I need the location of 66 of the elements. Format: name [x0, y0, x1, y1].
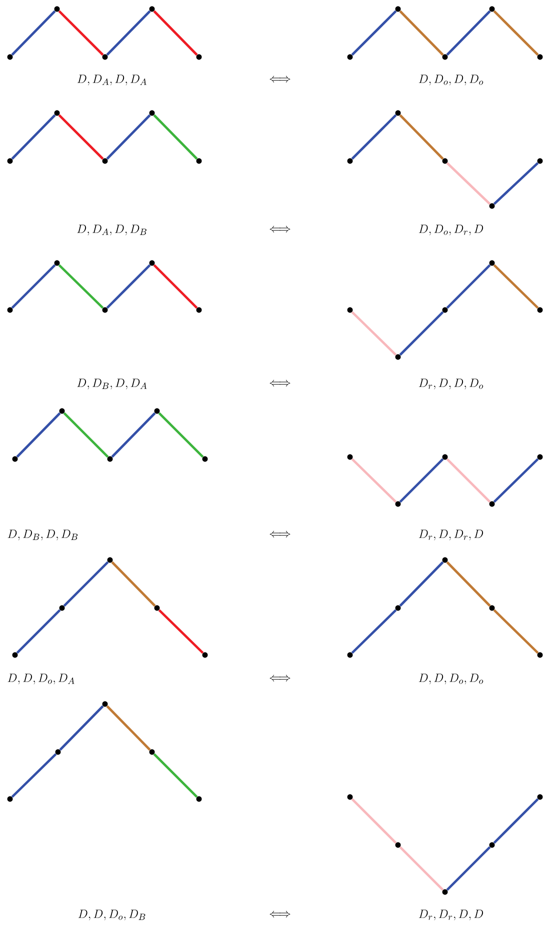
path-segment — [399, 114, 444, 160]
path-segment — [399, 10, 444, 56]
path-segment — [399, 846, 444, 891]
path-segment — [493, 609, 539, 654]
path-segment — [446, 10, 491, 56]
path-segment — [158, 609, 204, 654]
path-segment — [351, 798, 397, 844]
path-segment — [446, 561, 491, 607]
path-segment — [153, 264, 198, 309]
path-segment — [11, 114, 56, 160]
path-segment — [493, 458, 539, 503]
path-segment — [106, 705, 151, 751]
path-segment — [351, 311, 397, 356]
path-segment — [446, 162, 491, 205]
equivalence-symbol: $\Longleftrightarrow$ — [270, 530, 290, 538]
path-segment — [111, 412, 156, 458]
path-label: $D, D_A, D, D_B$ — [77, 224, 146, 236]
path-segment — [153, 753, 198, 798]
path-segment — [59, 705, 104, 751]
path-segment — [58, 10, 104, 56]
path-label: $D, D, D_o, D_o$ — [418, 674, 484, 684]
path-segment — [446, 846, 491, 891]
path-segment — [111, 561, 156, 607]
equivalence-symbol: $\Longleftrightarrow$ — [270, 226, 290, 232]
equivalence-symbol: $\Longleftrightarrow$ — [270, 380, 290, 386]
path-segment — [106, 114, 151, 160]
path-segment — [106, 264, 151, 309]
equivalence-symbol: $\Longleftrightarrow$ — [270, 76, 290, 82]
path-segment — [11, 264, 56, 309]
path-label: $D_r, D, D_r, D$ — [418, 530, 484, 540]
path-label: $D, D_A, D, D_A$ — [77, 74, 146, 86]
path-label: $D_r, D, D, D_o$ — [418, 378, 484, 390]
path-segment — [16, 609, 61, 654]
path-segment — [399, 311, 444, 356]
path-label: $D_r, D_r, D, D$ — [418, 910, 484, 920]
path-segment — [11, 753, 57, 798]
path-segment — [153, 10, 198, 56]
path-label: $D, D, D_o, D_A$ — [8, 674, 74, 684]
path-segment — [58, 264, 104, 309]
path-label: $D, D_o, D_r, D$ — [418, 224, 484, 236]
path-segment — [351, 10, 397, 56]
path-segment — [153, 114, 198, 160]
path-segment — [351, 458, 397, 503]
path-segment — [493, 10, 539, 56]
path-label: $D, D_B, D, D_A$ — [77, 378, 147, 390]
path-segment — [63, 412, 109, 458]
equivalence-symbol: $\Longleftrightarrow$ — [270, 910, 290, 918]
path-segment — [446, 264, 491, 309]
path-segment — [351, 609, 397, 654]
path-label: $D, D_B, D, D_B$ — [8, 530, 78, 540]
equivalence-symbol: $\Longleftrightarrow$ — [270, 674, 290, 682]
path-label: $D, D, D_o, D_B$ — [78, 910, 146, 920]
path-segment — [58, 114, 104, 160]
path-segment — [493, 264, 539, 309]
path-segment — [351, 114, 397, 160]
path-segment — [493, 798, 539, 844]
path-segment — [493, 162, 539, 205]
path-segment — [16, 412, 61, 458]
path-segment — [446, 458, 491, 503]
path-segment — [399, 458, 444, 503]
path-label: $D, D_o, D, D_o$ — [418, 74, 484, 86]
path-segment — [11, 10, 56, 56]
path-segment — [158, 412, 204, 458]
path-segment — [106, 10, 151, 56]
path-segment — [63, 561, 109, 607]
path-segment — [399, 561, 444, 607]
